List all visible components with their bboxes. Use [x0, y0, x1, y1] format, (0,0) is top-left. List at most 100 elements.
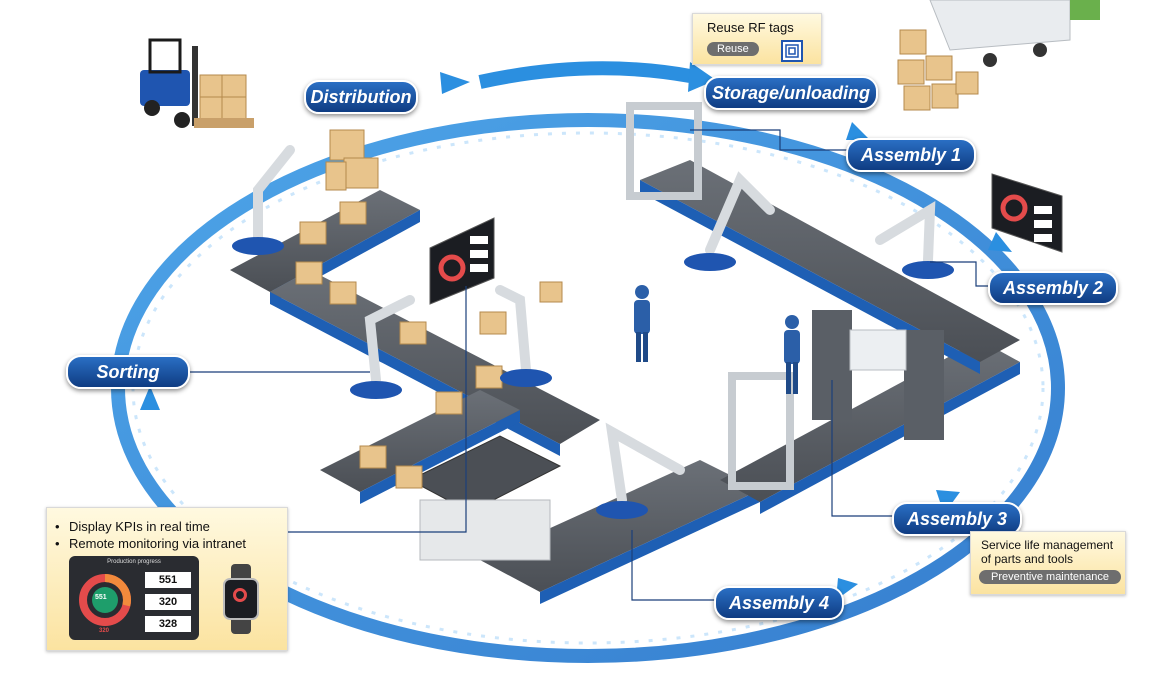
carton — [479, 311, 507, 335]
kpi-bullet-1-text: Display KPIs in real time — [69, 519, 210, 534]
rf-tags-title: Reuse RF tags — [707, 20, 794, 35]
stage-storage-unloading: Storage/unloading — [704, 76, 878, 110]
leader-kpi-display — [286, 286, 467, 533]
gantry-assembly4 — [728, 372, 794, 490]
truck — [929, 0, 1100, 67]
carton — [897, 59, 925, 85]
carton — [435, 391, 463, 415]
wall-displays — [429, 173, 1063, 305]
carton — [221, 96, 247, 120]
forklift — [140, 38, 254, 128]
workers — [634, 285, 800, 394]
arrow-head-distribution — [440, 72, 470, 94]
truck-cab — [1070, 0, 1100, 20]
carton — [299, 221, 327, 245]
robot-base — [350, 381, 402, 399]
gantry-frames — [626, 102, 944, 490]
conveyor-belt-edge — [760, 362, 1020, 514]
carton — [899, 29, 927, 55]
station-base — [419, 499, 551, 561]
arrow-head-assembly2 — [988, 232, 1012, 252]
conveyor-belt-edge — [540, 490, 760, 604]
smartwatch-icon — [223, 564, 259, 634]
robot-arm — [875, 200, 936, 265]
stage-distribution: Distribution — [304, 80, 418, 114]
conveyor-segment — [270, 270, 600, 444]
stage-assembly-4: Assembly 4 — [714, 586, 844, 620]
leader-lines — [190, 129, 990, 601]
carton — [199, 96, 225, 120]
gauge-value: 551 — [95, 594, 107, 601]
robot-arm — [253, 145, 295, 245]
leader-assembly2 — [930, 261, 990, 287]
robot-arms — [253, 145, 936, 505]
conveyor-segment — [640, 160, 1020, 362]
service-life-line2: of parts and tools — [981, 552, 1074, 566]
worker — [784, 315, 800, 394]
robot-base — [596, 501, 648, 519]
carton — [539, 281, 563, 303]
pallet — [194, 118, 254, 128]
robot-arm — [364, 295, 415, 385]
kpi-value-box: 551 — [145, 572, 191, 588]
conveyor-belt-edge — [640, 180, 980, 374]
robot-base — [232, 237, 284, 255]
robot-arm — [495, 285, 531, 375]
rf-tags-note: Reuse RF tags Reuse — [692, 13, 822, 65]
carton — [221, 74, 247, 98]
carton — [199, 74, 225, 98]
stage-assembly-1: Assembly 1 — [846, 138, 976, 172]
carton — [399, 321, 427, 345]
arrow-top — [478, 61, 692, 89]
carton — [925, 55, 953, 81]
stage-assembly-3: Assembly 3 — [892, 502, 1022, 536]
tablet-dashboard: Production progress 551 320 551 320 328 — [69, 556, 199, 640]
worker — [634, 285, 650, 362]
bullet-icon: • — [55, 536, 60, 551]
robot-base — [902, 261, 954, 279]
conveyor-segment — [720, 340, 1020, 502]
arrow-head-assembly1 — [846, 122, 870, 140]
robot-arm — [605, 422, 685, 505]
panel-title: Production progress — [107, 559, 161, 565]
kpi-bullet-2-text: Remote monitoring via intranet — [69, 536, 247, 551]
leader-assembly1 — [690, 129, 850, 151]
progress-gauge — [79, 574, 131, 626]
kpi-bullet-2: • Remote monitoring via intranet — [55, 535, 246, 552]
carton — [295, 261, 323, 285]
conveyor-network — [230, 160, 1020, 604]
robot-arm — [705, 171, 775, 255]
kpi-value-box: 328 — [145, 616, 191, 632]
robot-base — [500, 369, 552, 387]
leader-assembly3 — [831, 380, 894, 517]
arrow-head-storage — [688, 62, 716, 92]
reuse-tag: Reuse — [707, 42, 759, 56]
rf-tag-icon — [781, 40, 803, 62]
truck-trailer — [929, 0, 1071, 51]
carton-stack — [325, 161, 347, 191]
carton — [475, 365, 503, 389]
stage-assembly-2: Assembly 2 — [988, 271, 1118, 305]
forklift-cage — [148, 38, 182, 74]
kpi-bullet-1: • Display KPIs in real time — [55, 518, 210, 535]
robot-bases — [232, 237, 954, 519]
gauge-small-value: 320 — [99, 628, 110, 634]
arrow-head-sorting — [140, 386, 160, 410]
carton-stack — [343, 157, 379, 189]
forklift-wheel — [144, 100, 160, 116]
carton — [395, 465, 423, 489]
carton — [903, 85, 931, 111]
kpi-display-right — [991, 173, 1063, 253]
tunnel-frame — [904, 330, 944, 440]
robot-base — [684, 253, 736, 271]
carton — [931, 83, 959, 109]
carton-stack — [329, 129, 365, 161]
service-life-line1: Service life management — [981, 538, 1114, 552]
forklift-wheel — [174, 112, 190, 128]
bullet-icon: • — [55, 519, 60, 534]
kpi-note: • Display KPIs in real time • Remote monit… — [46, 507, 288, 651]
gantry-assembly1 — [626, 102, 702, 200]
carton — [359, 445, 387, 469]
